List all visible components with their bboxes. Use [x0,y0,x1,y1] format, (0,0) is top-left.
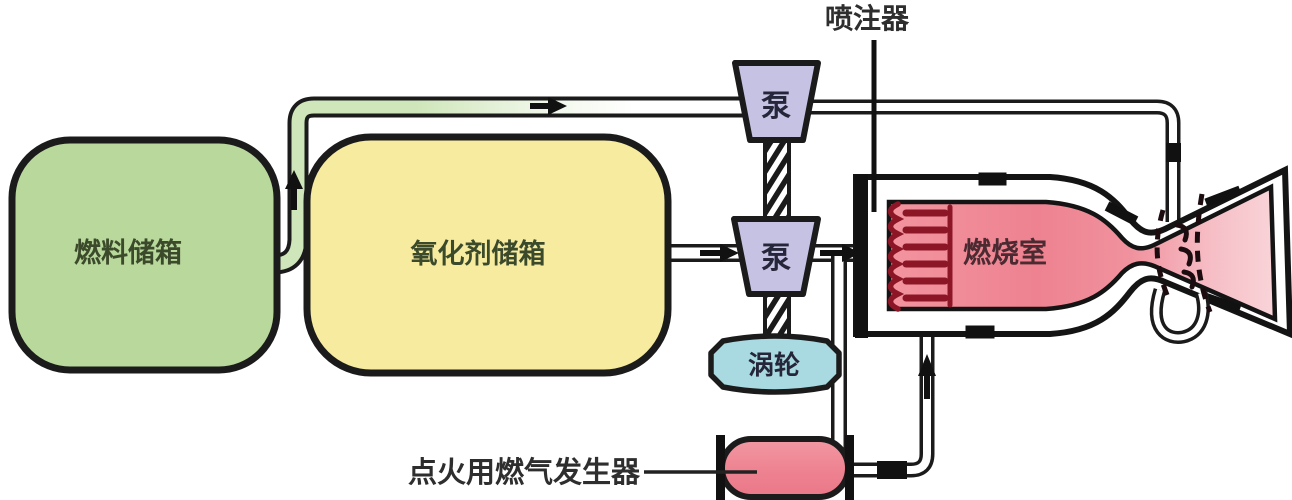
joint-mark-bottom [965,325,995,339]
gas-generator [719,436,851,500]
gas-generator-outlet-pipe-inner [851,330,931,474]
turbine [708,333,842,395]
fuel-discharge-pipe-inner [776,103,1177,222]
pump-drive-shaft-upper [763,134,791,224]
oxidizer-outlet-arrow [820,244,861,262]
fuel-tank [8,136,281,374]
gas-flow-up-arrow [918,354,936,399]
injector-spray-bars [902,209,949,302]
gas-generator-right-plate [845,435,854,500]
dashed-arc-right [1194,193,1213,313]
film-cooling-dashes [1154,193,1213,313]
joint-mark-throat [1104,201,1139,226]
cooling-squiggle-3 [1181,269,1196,290]
injector-end-plate [855,174,868,338]
oxidizer-pump [731,216,821,297]
fuel-pipe-inner [273,100,776,271]
pipe-flange-right [1166,143,1181,162]
oxidizer-tank [303,133,672,377]
gas-generator-label: 点火用燃气发生器 [408,456,641,489]
injector-manifold-scallop [887,201,905,312]
fuel-pump-label: 泵 [761,90,791,123]
joint-mark-top [978,172,1007,186]
turbine-label: 涡轮 [748,350,800,380]
joint-mark-bell-top [1204,185,1242,208]
oxidizer-pump-label: 泵 [761,242,791,275]
cooling-loop-inner [1153,289,1207,341]
chamber-inner-contour [886,183,1278,323]
fuel-flow-right-arrow [530,97,567,115]
gas-generator-outlet-pipe-outline [851,330,935,478]
injector-elements [887,201,953,312]
dashed-arc-left [1154,209,1173,304]
injector-label: 喷注器 [825,2,910,34]
gas-generator-left-plate [716,435,725,500]
thrust-chamber-assembly [853,165,1292,344]
oxidizer-tank-label: 氧化剂储箱 [410,238,546,269]
oxidizer-inlet-arrow [700,244,739,262]
combustion-chamber-label: 燃烧室 [963,236,1047,268]
cooling-squiggle-2 [1178,246,1193,267]
fuel-flow-up-arrow [285,170,303,210]
fuel-pump [732,60,821,143]
pipe-flange-bottom [877,461,907,479]
cooling-squiggle-1 [1174,222,1189,243]
fuel-tank-label: 燃料储箱 [74,237,182,268]
flow-arrows [285,97,936,399]
